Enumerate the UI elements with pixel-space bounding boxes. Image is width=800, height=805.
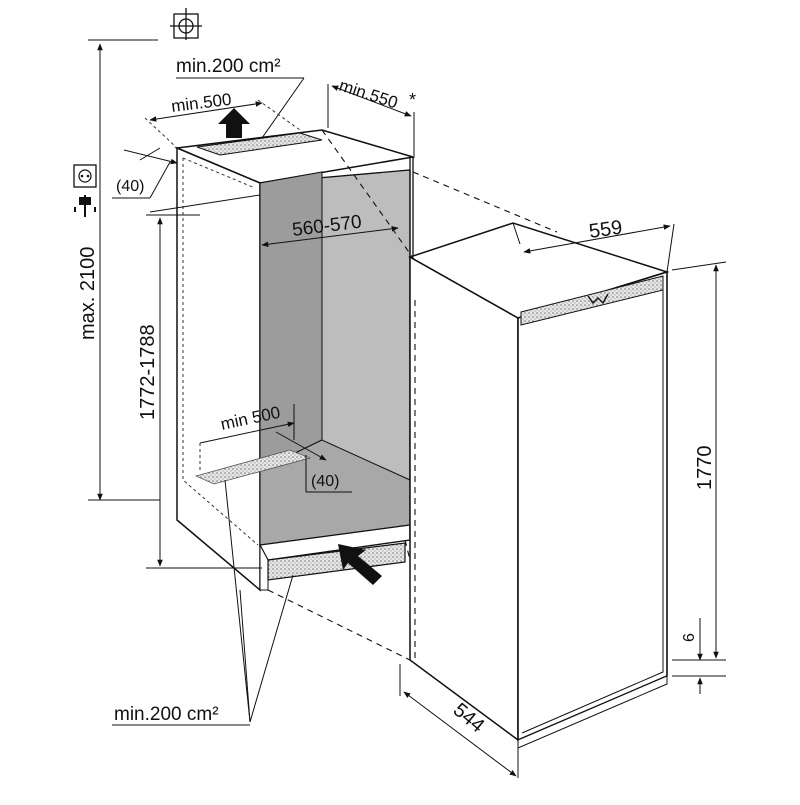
top-vent-area-label: min.200 cm² <box>176 56 281 77</box>
airflow-arrow-up-icon <box>218 108 250 138</box>
niche-cabinet <box>174 129 414 592</box>
power-socket-icon <box>73 164 97 188</box>
top-offset-label: (40) <box>116 178 144 195</box>
niche-depth-label: min.550 <box>337 76 400 113</box>
max-height-label: max. 2100 <box>77 247 99 340</box>
niche-height-label: 1772-1788 <box>137 324 159 420</box>
bottom-vent-area-label: min.200 cm² <box>114 704 219 725</box>
ground-symbol-icon <box>170 8 202 40</box>
appliance <box>408 222 670 749</box>
airflow-arrow-in-icon <box>338 544 382 585</box>
foot-height-label: 6 <box>681 633 698 642</box>
top-vent-opening <box>196 132 323 156</box>
bottom-offset-label: (40) <box>311 473 339 490</box>
appliance-height-label: 1770 <box>694 446 716 491</box>
appliance-width-label: 559 <box>588 217 624 243</box>
power-plug-icon <box>74 195 96 217</box>
bottom-rear-vent <box>194 449 312 485</box>
niche-depth-note: * <box>409 90 416 110</box>
